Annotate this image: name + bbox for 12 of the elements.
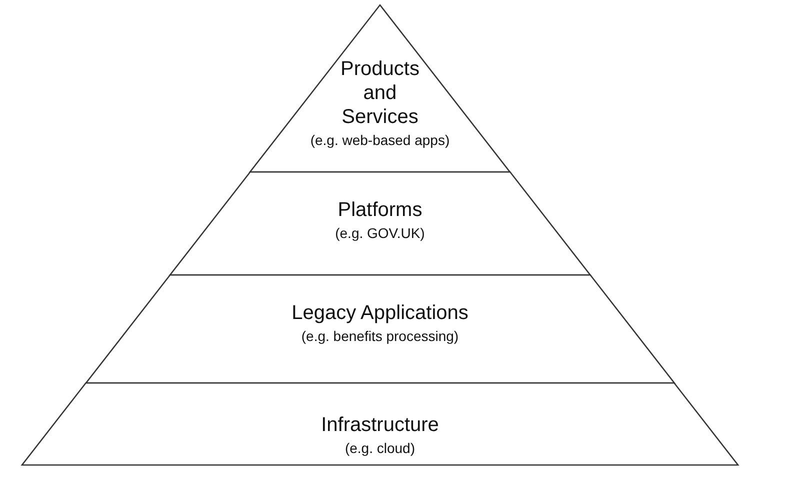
tier-example: (e.g. web-based apps) [310, 131, 450, 149]
tier-title: Legacy Applications [292, 301, 468, 325]
pyramid-tier [22, 383, 738, 465]
tier-example: (e.g. benefits processing) [301, 327, 459, 345]
tier-title: Infrastructure [321, 413, 439, 437]
tier-title: Products and Services [340, 57, 420, 129]
pyramid-tier [250, 5, 510, 172]
pyramid-tier [86, 275, 674, 383]
tier-example: (e.g. cloud) [344, 439, 416, 457]
tier-title: Platforms [338, 198, 422, 222]
tier-example: (e.g. GOV.UK) [335, 224, 425, 242]
pyramid-tier [170, 172, 590, 275]
